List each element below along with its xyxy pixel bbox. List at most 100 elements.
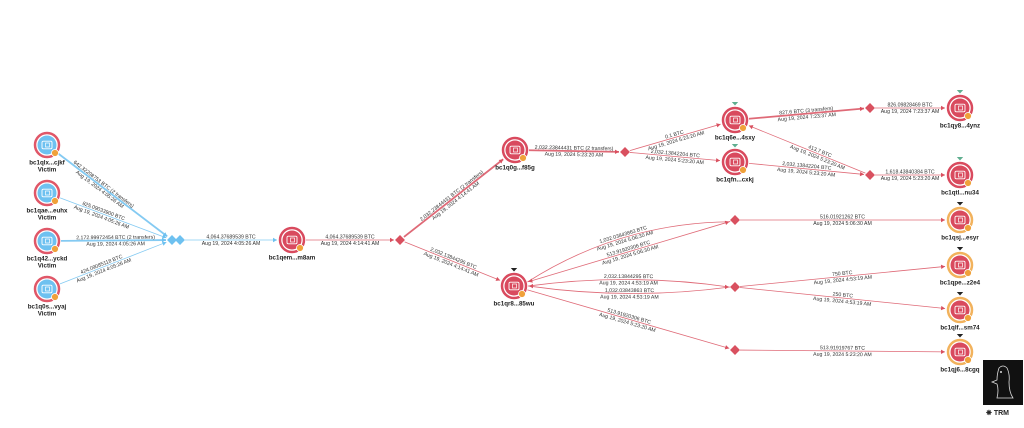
transfer-edge[interactable]	[528, 221, 731, 283]
transfer-edge[interactable]	[740, 217, 945, 223]
hub-diamond[interactable]	[620, 147, 630, 157]
edge-line[interactable]	[739, 287, 946, 309]
address-node[interactable]	[946, 292, 974, 324]
edge-amount: 2,032.13842204 BTC	[782, 161, 832, 172]
transfer-edge[interactable]	[528, 283, 731, 294]
edge-line[interactable]	[404, 241, 501, 281]
hub-diamond[interactable]	[730, 345, 740, 355]
bitcoin-badge-icon	[296, 244, 304, 252]
node-address-label: bc1qy8...4ynz	[940, 123, 980, 130]
edge-line[interactable]	[739, 349, 946, 353]
edge-line[interactable]	[59, 241, 167, 285]
address-node[interactable]	[500, 268, 528, 300]
edge-amount: 642.32208753 BTC (2 transfers)	[72, 160, 135, 210]
address-node[interactable]	[946, 202, 974, 234]
transfer-edge[interactable]	[739, 349, 946, 355]
transfer-edge[interactable]	[748, 106, 865, 120]
wallet-icon	[508, 281, 520, 291]
edge-amount: 516.01921262 BTC	[820, 215, 865, 221]
edge-date: Aug 19, 2024 5:23:20 AM	[545, 152, 604, 159]
hub-diamond[interactable]	[395, 235, 405, 245]
edge-line[interactable]	[403, 158, 504, 238]
transfer-edge[interactable]	[528, 149, 620, 155]
arrowhead-icon	[498, 159, 504, 164]
edge-line[interactable]	[629, 123, 721, 151]
edge-line[interactable]	[748, 162, 865, 175]
address-node[interactable]	[33, 275, 61, 303]
hub-diamond[interactable]	[730, 282, 740, 292]
edge-line[interactable]	[528, 149, 620, 153]
edge-amount: 1,032.03843863 BTC	[605, 288, 655, 294]
edge-amount: 250 BTC	[832, 291, 853, 299]
address-node[interactable]	[33, 179, 61, 207]
transfer-edge[interactable]	[185, 237, 277, 243]
node-address-label: bc1q0s...vyaj	[28, 304, 67, 311]
edge-line[interactable]	[748, 125, 866, 174]
address-node[interactable]	[946, 247, 974, 279]
bitcoin-badge-icon	[739, 166, 747, 174]
hub-diamond[interactable]	[167, 235, 177, 245]
node-address-label: bc1q6e...4sxy	[715, 135, 756, 142]
wallet-icon	[954, 260, 966, 270]
edge-line[interactable]	[528, 285, 731, 294]
edge-amount: 2,172.99972454 BTC (2 transfers)	[76, 235, 155, 242]
edge-line[interactable]	[528, 221, 731, 283]
arrowhead-icon	[614, 149, 620, 155]
edge-line[interactable]	[59, 197, 167, 239]
node-address-label: bc1qtl...nu34	[941, 190, 979, 197]
transfer-edge[interactable]	[748, 162, 865, 177]
bitcoin-badge-icon	[964, 356, 972, 364]
edge-line[interactable]	[57, 152, 168, 238]
edge-line[interactable]	[748, 107, 865, 120]
address-node[interactable]	[946, 157, 974, 189]
hub-diamond[interactable]	[865, 103, 875, 113]
transfer-edge[interactable]	[629, 152, 721, 163]
address-node[interactable]	[721, 144, 749, 176]
address-node[interactable]	[946, 334, 974, 366]
edge-line[interactable]	[527, 289, 730, 349]
transfer-edge[interactable]	[629, 123, 721, 151]
address-node[interactable]	[721, 102, 749, 134]
edge-date: Aug 19, 2024 5:23:20 AM	[645, 155, 704, 166]
edge-line[interactable]	[60, 239, 167, 242]
hub-diamond[interactable]	[730, 215, 740, 225]
trm-label: TRM	[993, 410, 1009, 417]
arrowhead-icon	[941, 172, 945, 178]
transfer-edge[interactable]	[59, 197, 167, 239]
edge-date: Aug 19, 2024 5:23:20 AM	[777, 167, 836, 179]
transfer-edge[interactable]	[403, 158, 504, 238]
transfer-edge[interactable]	[739, 287, 946, 311]
transfer-edge[interactable]	[527, 289, 730, 350]
hub-diamond[interactable]	[175, 235, 185, 245]
wallet-icon	[41, 188, 53, 198]
transfer-edge[interactable]	[739, 264, 946, 287]
address-node[interactable]	[278, 226, 306, 254]
address-node[interactable]	[501, 136, 529, 164]
transfer-edge[interactable]	[875, 172, 945, 178]
node-address-label: bc1q0g...f85g	[495, 165, 535, 172]
hub-diamond[interactable]	[865, 170, 875, 180]
transfer-edge[interactable]	[527, 279, 730, 290]
transfer-edge[interactable]	[874, 105, 945, 111]
edge-line[interactable]	[527, 221, 730, 283]
edge-date: Aug 19, 2024 7:23:37 AM	[777, 112, 836, 123]
transfer-edge[interactable]	[59, 241, 167, 285]
edge-line[interactable]	[739, 266, 946, 287]
bitcoin-badge-icon	[964, 112, 972, 120]
address-node[interactable]	[946, 90, 974, 122]
transfer-edge[interactable]	[60, 237, 167, 243]
edge-line[interactable]	[527, 279, 730, 288]
arrowhead-icon	[941, 105, 945, 111]
transfer-edge[interactable]	[748, 125, 866, 174]
transfer-edge[interactable]	[404, 241, 501, 281]
transfer-edge[interactable]	[306, 237, 394, 243]
address-node[interactable]	[33, 227, 61, 255]
edge-line[interactable]	[629, 152, 721, 162]
address-node[interactable]	[33, 131, 61, 159]
